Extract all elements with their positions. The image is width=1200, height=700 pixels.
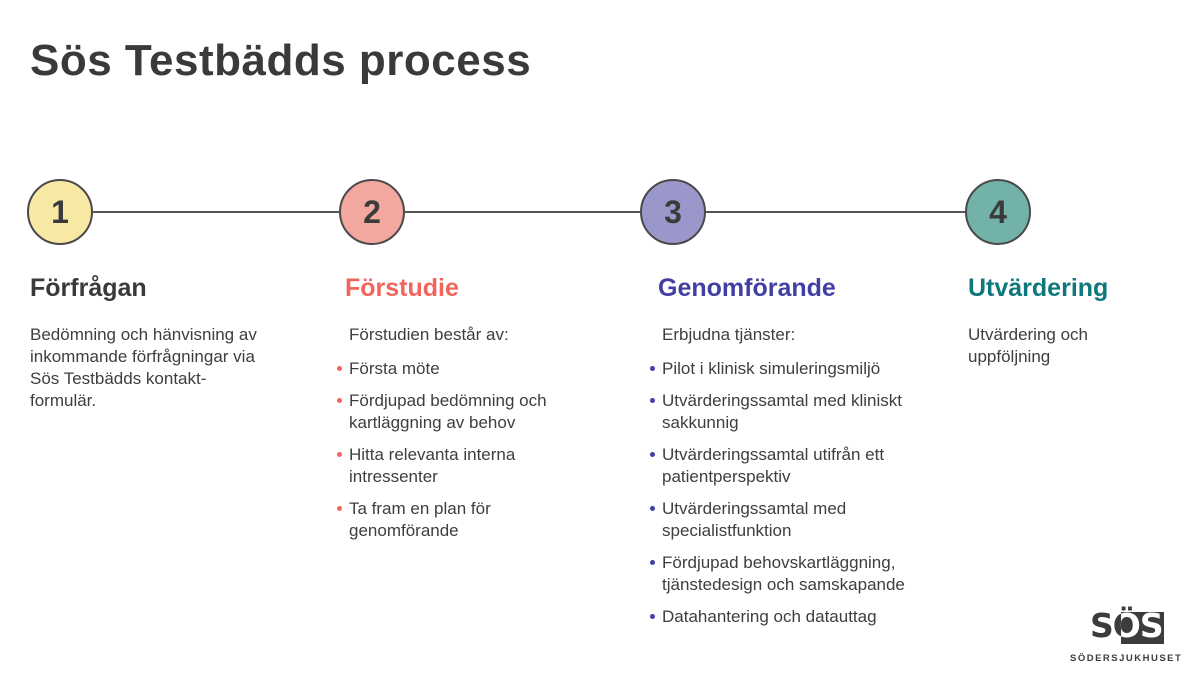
- step-number: 3: [664, 193, 682, 230]
- bullet-item: Utvärderingssamtal med specialistfunktio…: [650, 498, 922, 542]
- bullet-text: Ta fram en plan för genomförande: [349, 499, 491, 540]
- bullet-dot-icon: [650, 614, 655, 619]
- bullet-text: Fördjupad bedömning och kartläggning av …: [349, 391, 547, 432]
- bullet-text: Fördjupad behovskartläggning, tjänstedes…: [662, 553, 905, 594]
- logo-subtext: SÖDERSJUKHUSET: [1070, 653, 1183, 664]
- bullet-dot-icon: [650, 366, 655, 371]
- bullet-item: Ta fram en plan för genomförande: [337, 498, 569, 542]
- bullet-dot-icon: [337, 452, 342, 457]
- bullet-dot-icon: [650, 560, 655, 565]
- timeline-connector: [60, 211, 998, 213]
- bullet-text: Datahantering och datauttag: [662, 607, 877, 626]
- bullet-dot-icon: [650, 452, 655, 457]
- step-number: 4: [989, 193, 1007, 230]
- step-heading: Utvärdering: [968, 274, 1109, 302]
- bullet-text: Utvärderingssamtal med specialistfunktio…: [662, 499, 847, 540]
- bullet-item: Pilot i klinisk simuleringsmiljö: [650, 358, 922, 380]
- step-circle-2: 2: [339, 179, 405, 245]
- bullet-dot-icon: [337, 506, 342, 511]
- bullet-dot-icon: [650, 398, 655, 403]
- bullet-item: Fördjupad behovskartläggning, tjänstedes…: [650, 552, 922, 596]
- step-description: Bedömning och hänvisning av inkommande f…: [30, 325, 257, 410]
- bullet-dot-icon: [337, 366, 342, 371]
- step-heading: Förfrågan: [30, 274, 147, 302]
- bullet-item: Datahantering och datauttag: [650, 606, 922, 628]
- logo-box: [1121, 612, 1164, 644]
- step-intro: Förstudien består av:: [349, 325, 509, 344]
- step-column-forfragan: Förfrågan Bedömning och hänvisning av in…: [30, 272, 265, 412]
- step-description: Utvärdering och uppföljning: [968, 325, 1089, 366]
- bullet-item: Hitta relevanta interna intressenter: [337, 444, 569, 488]
- bullet-dot-icon: [337, 398, 342, 403]
- bullet-text: Hitta relevanta interna intressenter: [349, 445, 516, 486]
- step-circle-4: 4: [965, 179, 1031, 245]
- logo-text-dark: SÖS: [1090, 606, 1164, 645]
- bullet-item: Utvärderingssamtal med kliniskt sakkunni…: [650, 390, 922, 434]
- bullet-dot-icon: [650, 506, 655, 511]
- step-number: 1: [51, 193, 69, 230]
- step-column-forstudie: Förstudie Förstudien består av: Första m…: [337, 272, 569, 542]
- bullet-text: Utvärderingssamtal med kliniskt sakkunni…: [662, 391, 902, 432]
- bullet-text: Pilot i klinisk simuleringsmiljö: [662, 359, 881, 378]
- step-heading: Genomförande: [658, 274, 836, 302]
- step-heading: Förstudie: [345, 274, 459, 302]
- step-circle-3: 3: [640, 179, 706, 245]
- sos-logo: SÖS SÖS SÖDERSJUKHUSET: [1070, 608, 1183, 665]
- sos-logo-mark-icon: SÖS SÖS: [1090, 608, 1164, 644]
- step-column-genomforande: Genomförande Erbjudna tjänster: Pilot i …: [650, 272, 922, 628]
- bullet-item: Fördjupad bedömning och kartläggning av …: [337, 390, 569, 434]
- step-intro: Erbjudna tjänster:: [662, 325, 796, 344]
- bullet-text: Utvärderingssamtal utifrån ett patientpe…: [662, 445, 885, 486]
- step-circle-1: 1: [27, 179, 93, 245]
- logo-text-light: SÖS: [1090, 606, 1164, 645]
- step-number: 2: [363, 193, 381, 230]
- bullet-text: Första möte: [349, 359, 440, 378]
- page-title: Sös Testbädds process: [30, 36, 532, 85]
- bullet-item: Utvärderingssamtal utifrån ett patientpe…: [650, 444, 922, 488]
- bullet-item: Första möte: [337, 358, 569, 380]
- step-column-utvardering: Utvärdering Utvärdering och uppföljning: [968, 272, 1143, 368]
